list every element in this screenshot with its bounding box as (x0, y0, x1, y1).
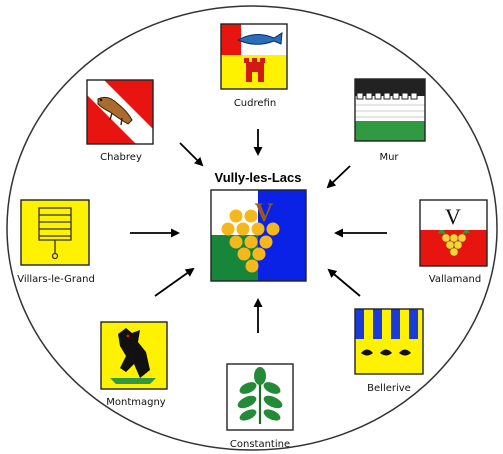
vallamand-coat-of-arms: V (419, 199, 488, 267)
mur-coat-of-arms (354, 78, 426, 142)
vallamand-mark: V (445, 204, 461, 229)
arrow-icon (327, 268, 361, 297)
label-mur: Mur (379, 152, 399, 163)
crenellated-wall-icon (356, 92, 418, 100)
label-cudrefin: Cudrefin (234, 98, 276, 109)
villars-le-grand-coat-of-arms (20, 199, 90, 266)
diagram-title: Vully-les-Lacs (215, 170, 302, 185)
label-bellerive: Bellerive (367, 383, 411, 394)
label-montmagny: Montmagny (106, 397, 166, 408)
label-vallamand: Vallamand (429, 274, 481, 285)
label-villars-le-grand: Villars-le-Grand (17, 274, 95, 285)
leaf-branch-icon (237, 367, 283, 424)
arrow-icon (326, 165, 351, 189)
label-constantine: Constantine (230, 439, 290, 450)
fish-icon (236, 32, 283, 45)
label-chabrey: Chabrey (100, 152, 142, 163)
ladder-icon (38, 207, 72, 260)
chabrey-coat-of-arms (86, 79, 154, 145)
arrow-icon (179, 142, 204, 167)
arrows (130, 129, 387, 333)
arrow-icon (154, 267, 195, 297)
montmagny-coat-of-arms (100, 321, 168, 390)
bellerive-coat-of-arms (354, 308, 424, 375)
tower-icon (244, 58, 265, 82)
cudrefin-coat-of-arms (220, 23, 288, 90)
center-mark: V (255, 198, 274, 227)
wolf-icon (110, 328, 156, 384)
grape-icon (441, 233, 467, 257)
constantine-coat-of-arms (226, 363, 294, 431)
otter-icon (97, 96, 133, 126)
center-coat-of-arms: V (210, 189, 307, 282)
grape-icon (221, 209, 280, 273)
